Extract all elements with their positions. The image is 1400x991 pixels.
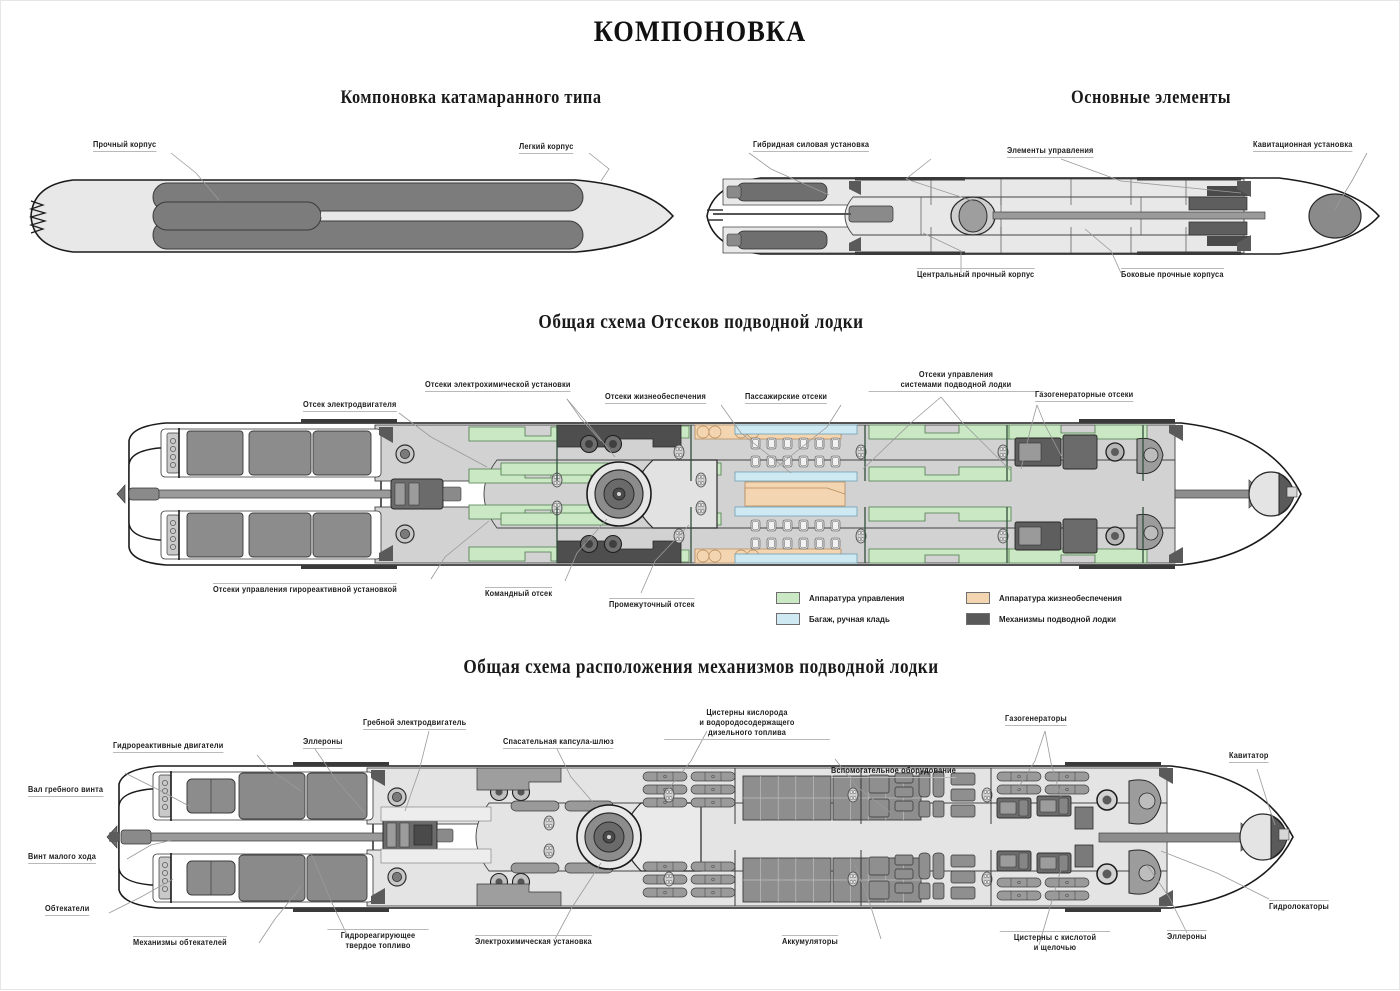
label-central-strong-hull: Центральный прочный корпус: [917, 268, 1035, 279]
label-low-speed-propeller: Винт малого хода: [28, 852, 96, 864]
gas-generator-bay: [996, 762, 1173, 912]
label-line-1: Цистерны с кислотой: [1013, 933, 1097, 942]
page-title: КОМПОНОВКА: [593, 15, 807, 48]
catamaran-diagram: [28, 179, 675, 253]
compartments-diagram: [116, 419, 1302, 569]
passenger-compartments: [734, 424, 858, 564]
label-line-2: и водородосодержащего: [699, 718, 795, 727]
legend-swatch-life-support-equipment: [966, 591, 990, 604]
label-side-strong-hulls: Боковые прочные корпуса: [1121, 268, 1224, 279]
label-auxiliary-equipment: Вспомогательное оборудование: [831, 766, 956, 778]
legend: Аппаратура управления Аппаратура жизнеоб…: [776, 589, 1122, 627]
label-hybrid-powerplant: Гибридная силовая установка: [753, 140, 870, 152]
label-ailerons-left: Эллероны: [303, 737, 343, 749]
label-strong-hull: Прочный корпус: [93, 140, 157, 152]
legend-swatch-submarine-mechanisms: [966, 612, 990, 625]
label-cavitator: Кавитатор: [1229, 751, 1269, 763]
legend-label-life-support-equipment: Аппаратура жизнеобеспечения: [999, 592, 1122, 603]
label-line-1: Цистерны кислорода: [706, 708, 788, 717]
section-title-compartments: Общая схема Отсеков подводной лодки: [538, 311, 864, 333]
legend-label-baggage: Багаж, ручная кладь: [809, 613, 890, 624]
label-main-electric-motor: Гребной электродвигатель: [363, 718, 467, 730]
label-hydrolocators: Гидролокаторы: [1269, 900, 1330, 911]
label-life-support-bays: Отсеки жизнеобеспечения: [605, 392, 706, 404]
oxygen-tanks: [642, 771, 736, 898]
label-hydro-reactive-solid-fuel: Гидрореагирующее твердое топливо: [327, 929, 429, 951]
label-fairing-mechanisms: Механизмы обтекателей: [133, 936, 227, 947]
label-oxygen-diesel-tanks: Цистерны кислорода и водородосодержащего…: [664, 708, 830, 740]
label-command-bay: Командный отсек: [485, 587, 553, 598]
label-gas-generator-bays: Газогенераторные отсеки: [1035, 390, 1134, 402]
label-hydrojet-engines: Гидрореактивные двигатели: [113, 741, 224, 753]
label-gyrojet-control-bays: Отсеки управления гирореактивной установ…: [213, 583, 398, 594]
auxiliary-equipment: [868, 770, 976, 900]
label-control-elements: Элементы управления: [1007, 146, 1094, 158]
label-cavitation-unit: Кавитационная установка: [1253, 140, 1353, 152]
label-electric-motor-bay: Отсек электродвигателя: [303, 400, 397, 412]
label-light-hull: Легкий корпус: [519, 142, 574, 154]
label-acid-alkali-tanks: Цистерны с кислотой и щелочью: [999, 931, 1111, 953]
label-ailerons-right: Эллероны: [1167, 930, 1207, 941]
legend-label-control-equipment: Аппаратура управления: [809, 592, 905, 603]
label-electrochemical-bays: Отсеки электрохимической установки: [425, 380, 571, 392]
section-title-catamaran: Компоновка катамаранного типа: [340, 87, 602, 108]
label-gas-generators: Газогенераторы: [1005, 714, 1067, 726]
label-line-3: дизельного топлива: [664, 728, 830, 740]
label-line-1: Отсеки управления: [918, 370, 994, 379]
label-electrochemical-unit: Электрохимическая установка: [475, 935, 592, 946]
label-line-2: системами подводной лодки: [868, 380, 1044, 392]
label-propeller-shaft: Вал гребного винта: [28, 785, 104, 797]
label-line-2: твердое топливо: [345, 941, 411, 950]
mechanisms-diagram: [106, 762, 1294, 912]
section-title-mechanisms: Общая схема расположения механизмов подв…: [463, 656, 939, 678]
label-line-2: и щелочью: [1033, 943, 1077, 952]
legend-swatch-control-equipment: [776, 591, 800, 604]
label-line-1: Гидрореагирующее: [340, 931, 416, 940]
label-batteries: Аккумуляторы: [782, 935, 838, 946]
label-systems-control-bays: Отсеки управления системами подводной ло…: [868, 370, 1044, 392]
label-intermediate-bay: Промежуточный отсек: [609, 598, 695, 609]
label-fairings: Обтекатели: [45, 904, 90, 916]
section-title-main-elements: Основные элементы: [1070, 87, 1232, 108]
main-elements-diagram: [706, 177, 1381, 255]
label-rescue-capsule-airlock: Спасательная капсула-шлюз: [503, 737, 614, 749]
label-passenger-bays: Пассажирские отсеки: [745, 392, 828, 404]
legend-label-submarine-mechanisms: Механизмы подводной лодки: [999, 613, 1116, 624]
legend-swatch-baggage: [776, 612, 800, 625]
